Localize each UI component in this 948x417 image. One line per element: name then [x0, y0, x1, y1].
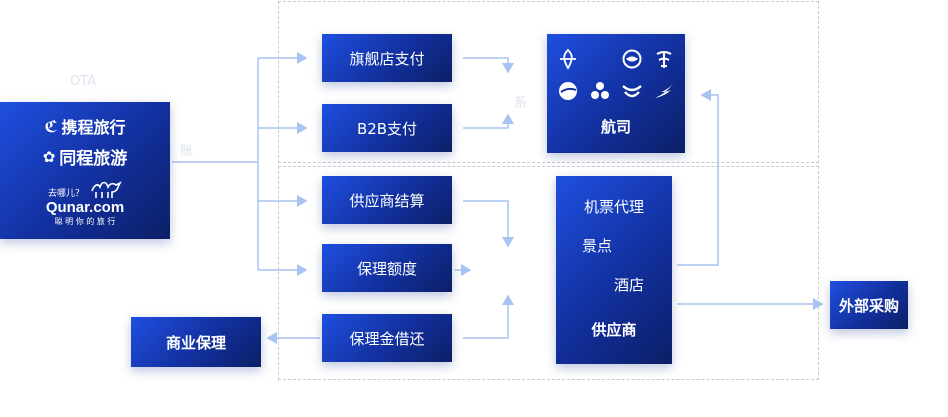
tongcheng-logo: ✿ 同程旅游 — [42, 144, 128, 170]
ctrip-name: 携程旅行 — [61, 118, 126, 137]
supplier-settlement-box[interactable]: 供应商结算 — [322, 176, 452, 224]
faint-label-ota: OTA — [70, 74, 97, 89]
airlines-box[interactable]: 航司 — [547, 34, 685, 153]
external-purchase-label: 外部采购 — [838, 296, 899, 315]
ctrip-logo: ℭ 携程旅行 — [44, 114, 125, 138]
shenzhen-icon — [622, 85, 642, 98]
airlines-label: 航司 — [600, 118, 631, 136]
airline-logo-grid — [557, 48, 675, 102]
china-southern-icon — [560, 48, 576, 70]
faint-label-pay: 账 — [180, 144, 194, 159]
ctrip-icon: ℭ — [44, 116, 58, 136]
commercial-factoring-label: 商业保理 — [165, 333, 226, 352]
hainan-icon — [591, 50, 600, 68]
external-purchase-box[interactable]: 外部采购 — [830, 281, 908, 329]
xiamen-icon — [559, 82, 577, 100]
supplier-ticket-agent: 机票代理 — [583, 198, 644, 216]
factoring-limit-box[interactable]: 保理额度 — [322, 244, 452, 292]
factoring-loan-label: 保理金借还 — [349, 329, 425, 348]
supplier-box[interactable]: 机票代理 景点 酒店 供应商 — [556, 176, 672, 364]
factoring-limit-label: 保理额度 — [356, 259, 417, 278]
flagship-pay-box[interactable]: 旗舰店支付 — [322, 34, 452, 82]
shanghai-icon — [655, 84, 673, 98]
supplier-attractions: 景点 — [581, 237, 612, 255]
faint-label-system: 系 — [514, 96, 528, 111]
sichuan-icon — [591, 82, 609, 99]
air-china-icon — [656, 51, 672, 68]
tongcheng-name: 同程旅游 — [59, 149, 128, 169]
camel-icon — [91, 181, 122, 198]
ota-companies-box[interactable]: ℭ 携程旅行 ✿ 同程旅游 去哪儿？ Qunar.com 聪 明 你 的 旅 行 — [0, 102, 170, 239]
tongcheng-icon: ✿ — [42, 147, 56, 166]
china-eastern-icon — [622, 49, 642, 69]
commercial-factoring-box[interactable]: 商业保理 — [131, 317, 261, 367]
supplier-hotels: 酒店 — [613, 276, 644, 294]
supplier-label: 供应商 — [591, 321, 637, 339]
qunar-slogan: 聪 明 你 的 旅 行 — [54, 217, 116, 226]
qunar-logo: 去哪儿？ Qunar.com 聪 明 你 的 旅 行 — [46, 177, 124, 227]
b2b-pay-box[interactable]: B2B支付 — [322, 104, 452, 152]
flagship-pay-label: 旗舰店支付 — [349, 49, 425, 68]
qunar-name: Qunar.com — [45, 199, 125, 216]
factoring-loan-box[interactable]: 保理金借还 — [322, 314, 452, 362]
b2b-pay-label: B2B支付 — [356, 119, 418, 138]
finance-region — [278, 166, 819, 380]
supplier-settlement-label: 供应商结算 — [349, 191, 425, 210]
qunar-tagline: 去哪儿？ — [47, 189, 84, 199]
payment-region — [278, 1, 819, 163]
